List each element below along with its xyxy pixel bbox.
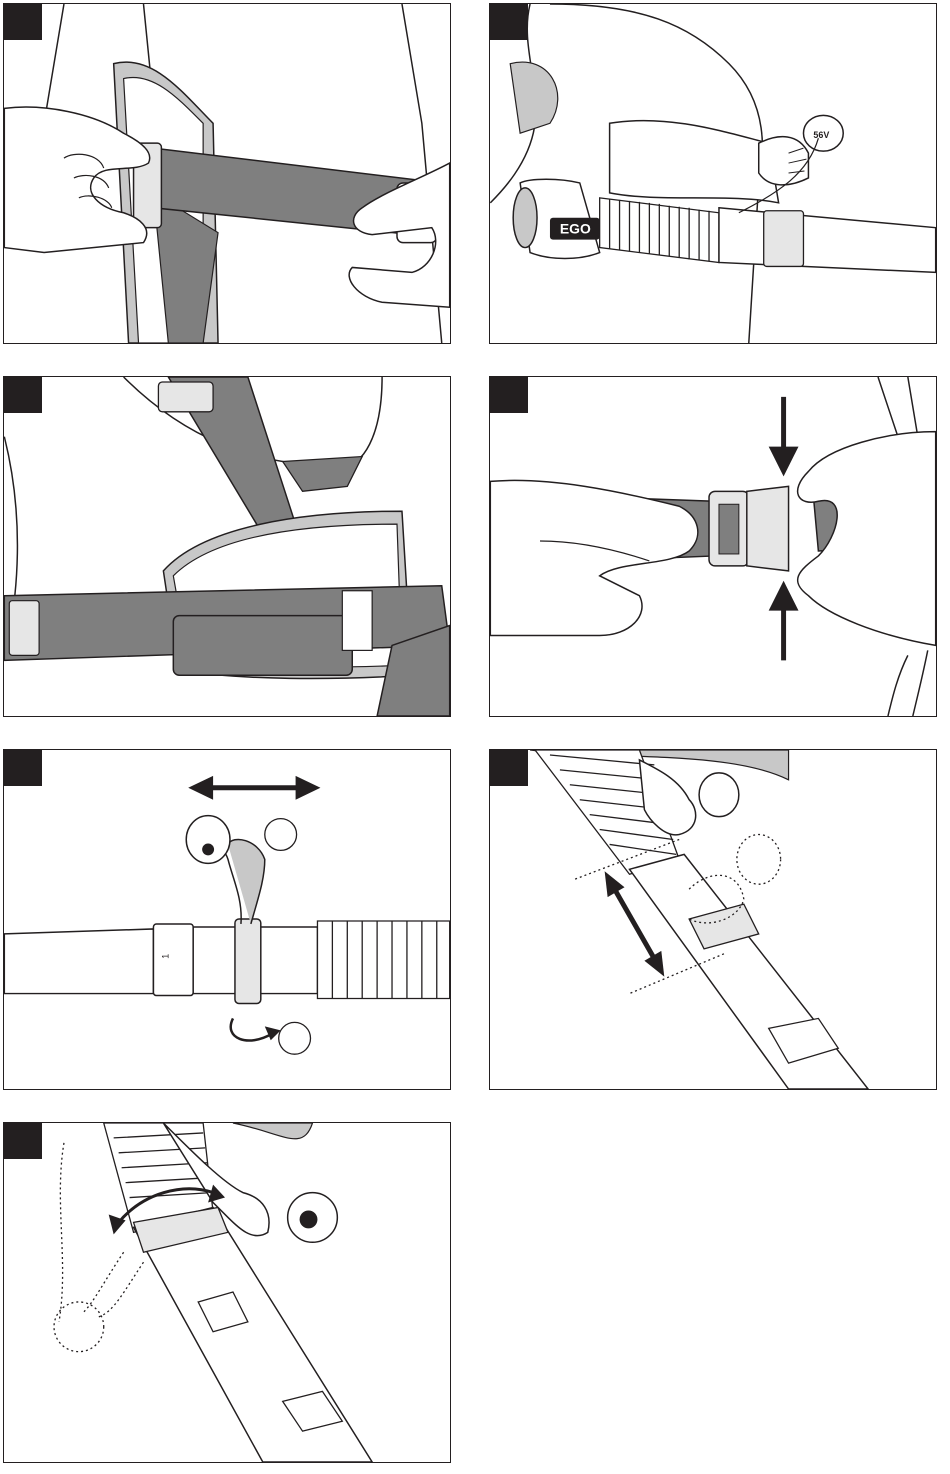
callout-circle-2 [279, 1022, 311, 1054]
step-panel-6 [489, 749, 937, 1090]
blower-assembly-illustration: 56V EGO [490, 4, 936, 343]
blower-tube [4, 929, 153, 994]
press-up-arrow [769, 581, 799, 611]
step-panel-7 [3, 1122, 451, 1463]
step-number-tab [4, 4, 42, 40]
step-panel-5: 1 [3, 749, 451, 1090]
flex-hose [317, 921, 449, 999]
buckle-fastening-illustration [490, 377, 936, 716]
step-panel-3 [3, 376, 451, 717]
step-number-tab [490, 750, 528, 786]
handle-position-illustration [490, 750, 936, 1089]
waist-belt-threading-illustration [4, 4, 450, 343]
svg-text:1: 1 [160, 954, 170, 959]
intake-grille [513, 188, 537, 248]
left-hand [490, 480, 697, 635]
strap-keeper [342, 591, 372, 651]
step-number-tab [4, 750, 42, 786]
control-handle [228, 839, 265, 924]
step-panel-1 [3, 3, 451, 344]
buckle-male [747, 486, 789, 571]
ego-logo-text: EGO [560, 221, 591, 237]
callout-circle-1 [265, 819, 297, 851]
step-panel-2: 56V EGO [489, 3, 937, 344]
tube-clamp [764, 211, 804, 267]
press-down-arrow [769, 447, 799, 477]
step-panel-4 [489, 376, 937, 717]
tube-coupler [153, 924, 193, 996]
harness-straps-illustration [4, 377, 450, 716]
handle-rotation-illustration [4, 1123, 450, 1462]
step-number-tab [4, 1123, 42, 1159]
step-number-tab [490, 377, 528, 413]
flex-hose [600, 198, 719, 263]
step-number-tab [4, 377, 42, 413]
control-handle [699, 773, 739, 817]
handle-adjustment-illustration: 1 [4, 750, 450, 1089]
voltage-badge-text: 56V [813, 130, 829, 140]
blower-tube [719, 208, 936, 273]
slide-left-arrow [188, 776, 213, 800]
blower-tube [629, 854, 868, 1089]
step-number-tab [490, 4, 528, 40]
shoulder-strap-adjuster [158, 382, 213, 412]
handle-clamp [235, 919, 261, 1004]
slide-right-arrow [296, 776, 321, 800]
